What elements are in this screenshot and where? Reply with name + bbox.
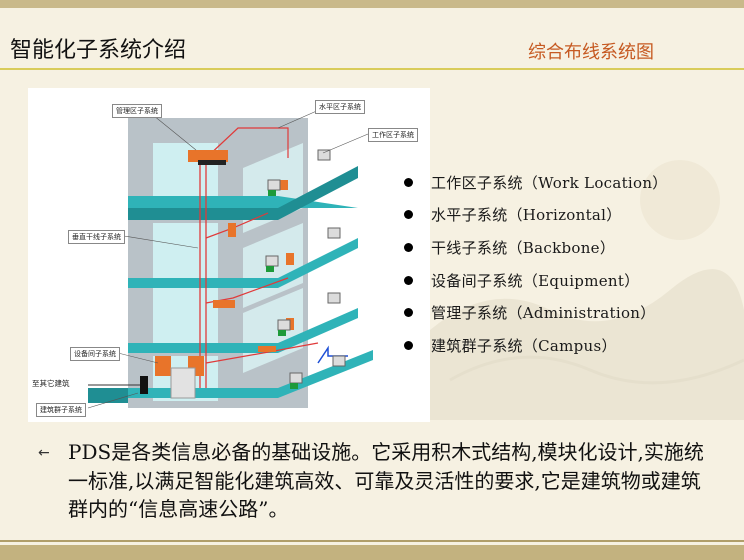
label-campus-subsystem: 建筑群子系统 (36, 403, 86, 417)
top-decor-bar (0, 0, 744, 8)
label-backbone-subsystem: 垂直干线子系统 (68, 230, 125, 244)
label-horizontal-subsystem: 水平区子系统 (315, 100, 365, 114)
bullet-dot-icon (404, 308, 413, 318)
subsystem-list: 工作区子系统（Work Location） 水平子系统（Horizontal） … (404, 166, 668, 362)
bullet-dot-icon (404, 242, 413, 252)
list-item: 设备间子系统（Equipment） (404, 264, 668, 297)
description-paragraph: PDS是各类信息必备的基础设施。它采用积木式结构,模块化设计,实施统一标准,以满… (68, 440, 704, 521)
building-illustration (87, 105, 373, 409)
slide-title: 智能化子系统介绍 (10, 38, 187, 63)
slide-subtitle: 综合布线系统图 (528, 42, 654, 63)
bottom-divider (0, 540, 744, 542)
list-item: 管理子系统（Administration） (404, 296, 668, 329)
cabling-diagram: 管理区子系统 水平区子系统 工作区子系统 垂直干线子系统 设备间子系统 至其它建… (28, 88, 430, 422)
arrow-left-icon: ← (38, 445, 50, 461)
window (153, 223, 218, 283)
bullet-dot-icon (404, 340, 413, 350)
list-item: 干线子系统（Backbone） (404, 231, 668, 264)
label-equipment-subsystem: 设备间子系统 (70, 347, 120, 361)
bullet-dot-icon (404, 210, 413, 220)
background-painting (430, 160, 744, 420)
label-management-subsystem: 管理区子系统 (112, 104, 162, 118)
bullet-dot-icon (404, 275, 413, 285)
label-to-other-building: 至其它建筑 (32, 379, 70, 388)
bottom-decor-bar (0, 545, 744, 560)
bullet-dot-icon (404, 177, 413, 187)
list-item: 水平子系统（Horizontal） (404, 199, 668, 232)
list-item: 建筑群子系统（Campus） (404, 329, 668, 362)
label-work-area-subsystem: 工作区子系统 (368, 128, 418, 142)
window (153, 288, 218, 343)
title-divider (0, 68, 744, 70)
list-item: 工作区子系统（Work Location） (404, 166, 668, 199)
